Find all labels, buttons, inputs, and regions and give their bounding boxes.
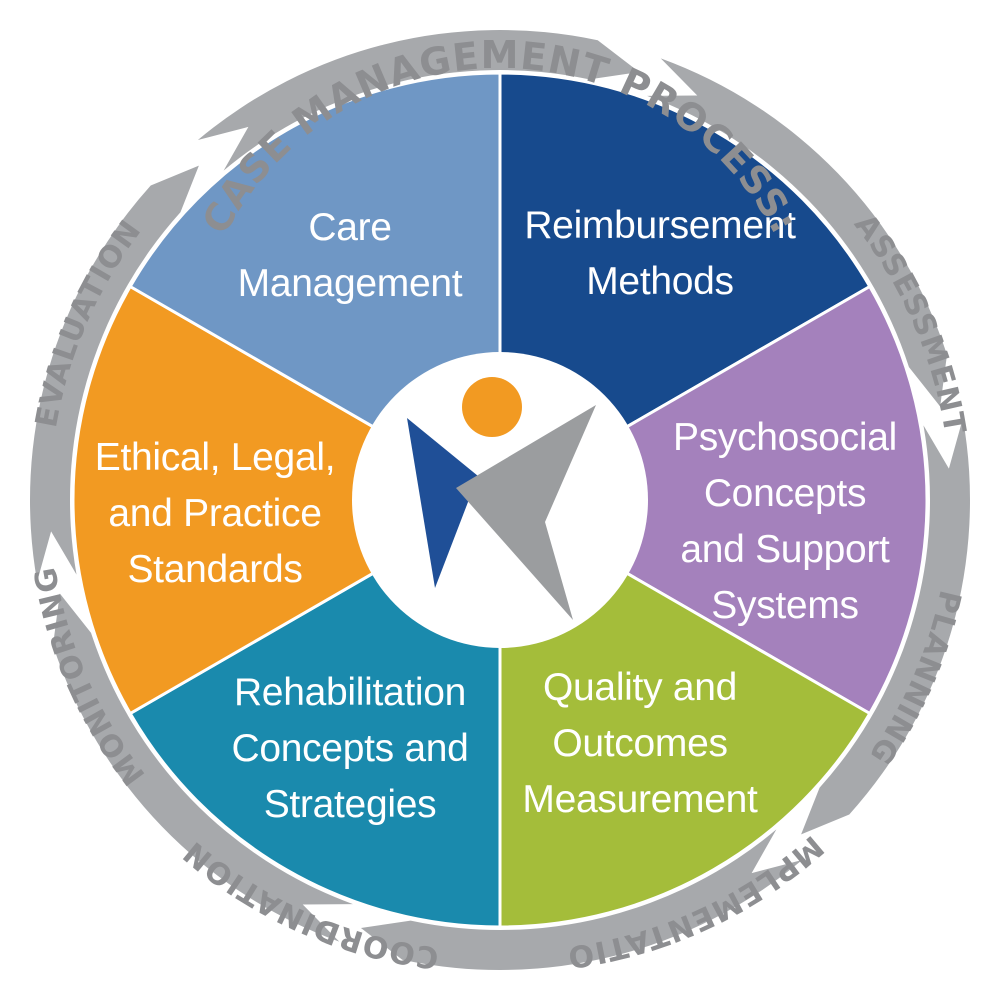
segment-label-line: Standards bbox=[127, 548, 302, 591]
segment-label-line: Care bbox=[308, 206, 391, 249]
segment-label-line: and Practice bbox=[108, 492, 321, 535]
logo-gray-shape-icon bbox=[456, 405, 596, 620]
segment-label-line: Concepts bbox=[704, 472, 866, 515]
person-figure-logo-icon bbox=[407, 377, 596, 620]
segment-label-line: Psychosocial bbox=[673, 416, 897, 459]
segment-label-line: Concepts and bbox=[231, 727, 468, 770]
ring-arrow-icon bbox=[197, 29, 640, 171]
segment-ethical-legal-standards bbox=[71, 284, 504, 716]
ring-arrow-icon bbox=[647, 58, 947, 407]
segment-label-line: Management bbox=[238, 262, 463, 305]
segment-psychosocial-concepts bbox=[496, 284, 929, 716]
segment-label-line: Strategies bbox=[264, 783, 437, 826]
segment-label-line: Outcomes bbox=[552, 722, 727, 765]
ring-arrow-icon bbox=[801, 418, 970, 835]
ring-arrow-icon bbox=[53, 593, 353, 942]
segment-label-line: Rehabilitation bbox=[234, 671, 466, 714]
segment-label-line: Systems bbox=[711, 584, 858, 627]
segment-label-line: Ethical, Legal, bbox=[95, 436, 336, 479]
logo-blue-shape-icon bbox=[407, 418, 478, 588]
process-ring bbox=[29, 29, 970, 970]
segment-label-line: Quality and bbox=[543, 666, 737, 709]
logo-head-icon bbox=[462, 377, 522, 437]
ring-arrow-icon bbox=[360, 829, 803, 970]
segment-label-line: Reimbursement bbox=[524, 204, 796, 247]
segment-label-line: Methods bbox=[586, 260, 733, 303]
segment-label-line: and Support bbox=[680, 528, 890, 571]
ring-arrow-icon bbox=[29, 165, 199, 582]
segment-label-line: Measurement bbox=[522, 778, 758, 821]
